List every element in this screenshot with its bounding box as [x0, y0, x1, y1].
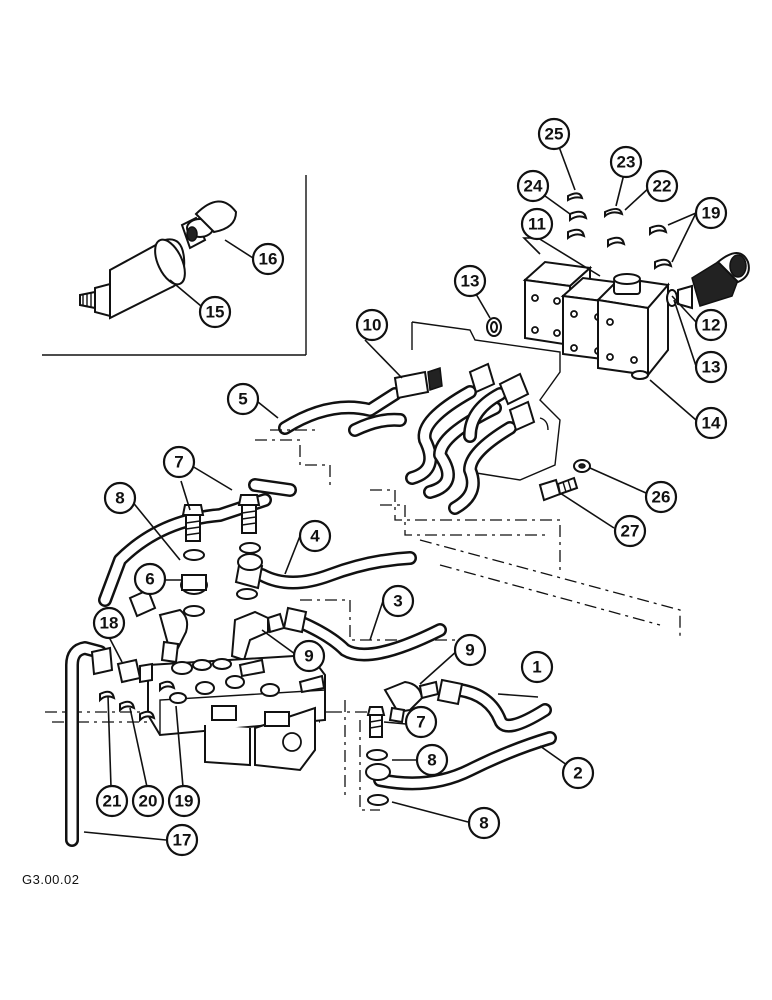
callout-8b: 8 — [415, 743, 449, 777]
callout-17: 17 — [165, 823, 199, 857]
callout-4-label: 4 — [310, 527, 320, 546]
leader-lines — [83, 135, 697, 841]
callout-14-label: 14 — [702, 414, 721, 433]
callout-22-label: 22 — [653, 177, 672, 196]
callout-9b: 9 — [453, 633, 487, 667]
callout-15-label: 15 — [206, 303, 225, 322]
callout-4: 4 — [298, 519, 332, 553]
callout-18: 18 — [92, 606, 126, 640]
callout-13a: 13 — [453, 264, 487, 298]
callout-13b-label: 13 — [702, 358, 721, 377]
dust-cap-illustration — [180, 200, 238, 250]
inset-frame — [42, 175, 307, 356]
valve-bank-seals — [99, 680, 176, 723]
callout-25-label: 25 — [545, 125, 564, 144]
callout-25: 25 — [537, 117, 571, 151]
callout-23-label: 23 — [617, 153, 636, 172]
callout-19b: 19 — [167, 784, 201, 818]
callout-6: 6 — [133, 562, 167, 596]
mounting-bracket — [411, 321, 561, 481]
callout-19b-label: 19 — [175, 792, 194, 811]
callout-3-label: 3 — [393, 592, 402, 611]
callout-3: 3 — [381, 584, 415, 618]
callout-21: 21 — [95, 784, 129, 818]
callout-21-label: 21 — [103, 792, 122, 811]
callout-24-label: 24 — [524, 177, 543, 196]
callout-13b: 13 — [694, 350, 728, 384]
control-valve-bank — [147, 653, 326, 772]
callout-10: 10 — [355, 308, 389, 342]
callout-23: 23 — [609, 145, 643, 179]
callout-11: 11 — [520, 207, 554, 241]
callout-20: 20 — [131, 784, 165, 818]
return-pipe — [65, 641, 153, 847]
callout-16: 16 — [251, 242, 285, 276]
callout-26: 26 — [644, 480, 678, 514]
callout-19a: 19 — [694, 196, 728, 230]
callout-27-label: 27 — [621, 522, 640, 541]
callout-8c: 8 — [467, 806, 501, 840]
callout-19a-label: 19 — [702, 204, 721, 223]
callout-24: 24 — [516, 169, 550, 203]
callout-2-label: 2 — [573, 764, 582, 783]
callout-5-label: 5 — [238, 390, 247, 409]
callout-11-label: 11 — [528, 215, 546, 234]
lower-hoses — [98, 478, 557, 791]
callout-17-label: 17 — [173, 831, 192, 850]
callout-9a: 9 — [292, 639, 326, 673]
banjo-fittings — [158, 494, 440, 806]
callout-9b-label: 9 — [465, 641, 474, 660]
callout-20-label: 20 — [139, 792, 158, 811]
callout-5: 5 — [226, 382, 260, 416]
callout-8b-label: 8 — [427, 751, 436, 770]
callout-26-label: 26 — [652, 488, 671, 507]
callout-15: 15 — [198, 295, 232, 329]
callout-8a: 8 — [103, 481, 137, 515]
bracket-bolt — [538, 459, 591, 502]
callout-22: 22 — [645, 169, 679, 203]
callout-12-label: 12 — [702, 316, 721, 335]
callout-27: 27 — [613, 514, 647, 548]
callout-7b-label: 7 — [416, 713, 425, 732]
callout-10-label: 10 — [363, 316, 382, 335]
callout-13a-label: 13 — [461, 272, 480, 291]
callout-6-label: 6 — [145, 570, 154, 589]
callout-18-label: 18 — [100, 614, 119, 633]
quick-coupling-illustration — [79, 238, 186, 320]
callout-1: 1 — [520, 650, 554, 684]
callout-7b: 7 — [404, 705, 438, 739]
callout-14: 14 — [694, 406, 728, 440]
valve-block-assembly — [522, 260, 670, 380]
callout-9a-label: 9 — [304, 647, 313, 666]
bracket-hoses — [278, 362, 549, 515]
seal-rings — [486, 192, 673, 337]
callout-8a-label: 8 — [115, 489, 124, 508]
callout-7a-label: 7 — [174, 453, 183, 472]
callout-2: 2 — [561, 756, 595, 790]
callout-8c-label: 8 — [479, 814, 488, 833]
figure-code: G3.00.02 — [22, 872, 80, 887]
callout-12: 12 — [694, 308, 728, 342]
callout-7a: 7 — [162, 445, 196, 479]
solenoid-connector — [666, 252, 750, 310]
callout-16-label: 16 — [259, 250, 278, 269]
callout-1-label: 1 — [532, 658, 541, 677]
